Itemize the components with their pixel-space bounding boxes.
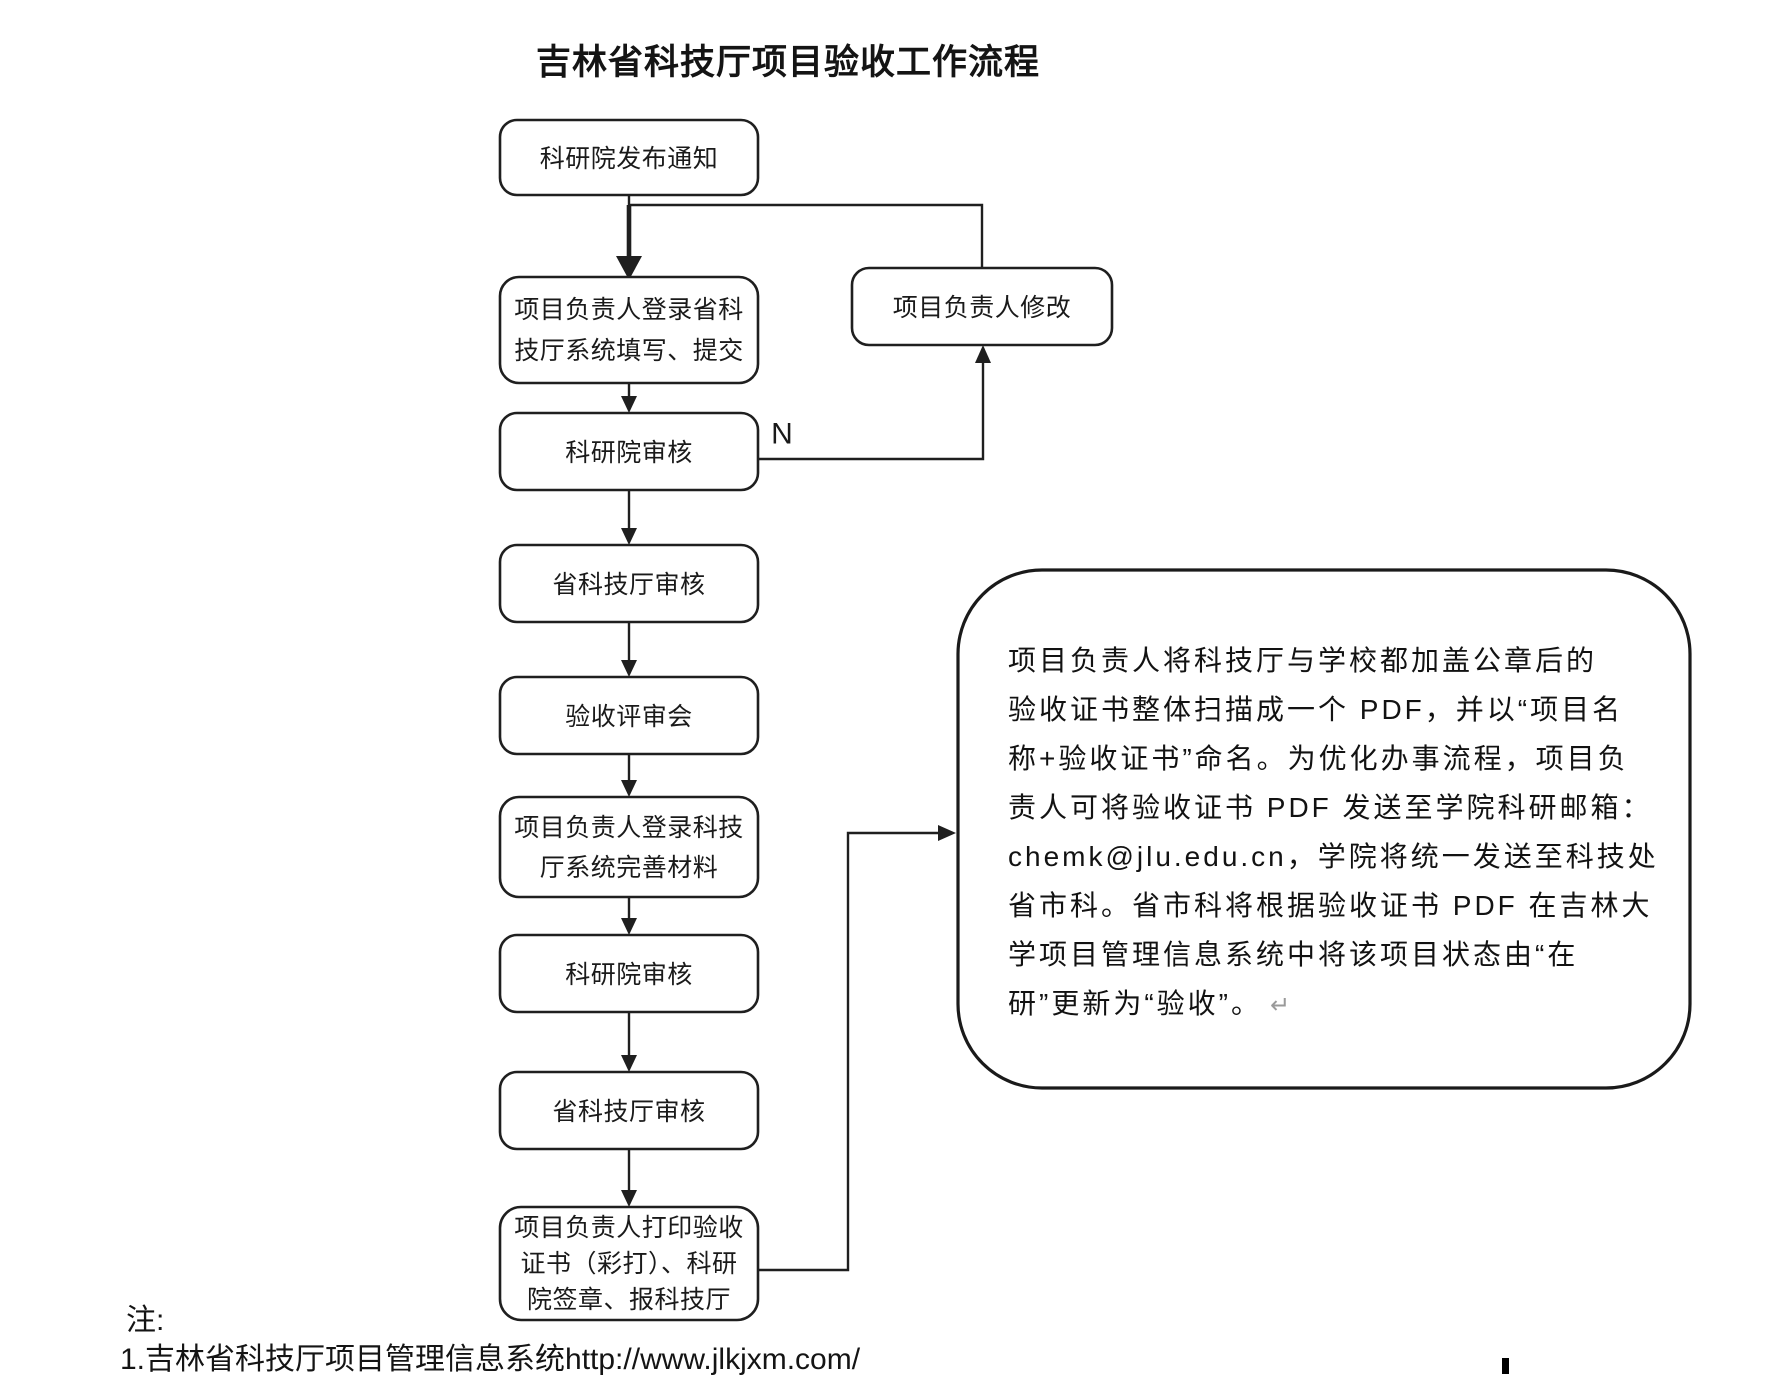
arrowhead-modify (975, 345, 991, 363)
svg-text:科研院审核: 科研院审核 (565, 439, 693, 467)
flow-node-institute-review-1: 科研院审核 (498, 411, 760, 492)
svg-text:证书（彩打）、科研: 证书（彩打）、科研 (520, 1250, 737, 1278)
flow-node-login-fill-submit: 项目负责人登录省科 技厅系统填写、提交 (498, 275, 760, 385)
flow-node-acceptance-meeting: 验收评审会 (498, 675, 760, 756)
info-note-text: 项目负责人将科技厅与学校都加盖公章后的 验收证书整体扫描成一个 PDF，并以“项… (1008, 636, 1660, 1028)
flow-node-dept-review-1: 省科技厅审核 (498, 543, 760, 624)
svg-text:省科技厅审核: 省科技厅审核 (552, 1098, 705, 1126)
arrowhead-complete (621, 780, 637, 797)
flow-node-complete-materials: 项目负责人登录科技 厅系统完善材料 (498, 795, 760, 899)
arrowhead-dept2 (621, 1055, 637, 1072)
svg-text:厅系统完善材料: 厅系统完善材料 (540, 854, 719, 882)
arrowhead-print (621, 1190, 637, 1207)
flow-node-publish-notice: 科研院发布通知 (498, 118, 760, 197)
svg-text:项目负责人登录科技: 项目负责人登录科技 (514, 814, 744, 842)
info-line: 验收证书整体扫描成一个 PDF，并以“项目名 (1008, 694, 1624, 725)
arrowhead-dept1 (621, 528, 637, 545)
svg-text:科研院发布通知: 科研院发布通知 (540, 145, 719, 173)
diagram-title: 吉林省科技厅项目验收工作流程 (535, 43, 1040, 82)
info-line: chemk@jlu.edu.cn，学院将统一发送至科技处 (1008, 841, 1659, 872)
info-note-box (956, 568, 1692, 1090)
flow-node-dept-review-2: 省科技厅审核 (498, 1070, 760, 1151)
footnote-line: 1.吉林省科技厅项目管理信息系统http://www.jlkjxm.com/ (120, 1343, 861, 1376)
info-line: 省市科。省市科将根据验收证书 PDF 在吉林大 (1008, 890, 1653, 921)
branch-label-n: N (771, 418, 793, 451)
svg-text:省科技厅审核: 省科技厅审核 (552, 571, 705, 599)
svg-text:科研院审核: 科研院审核 (565, 961, 693, 989)
arrowhead-meeting (621, 660, 637, 677)
arrowhead-into-fill-submit (616, 256, 642, 280)
footnote-prefix: 注: (126, 1304, 165, 1337)
info-line-last: 研”更新为“验收”。 ↵ (1008, 979, 1660, 1028)
info-line-text: 研”更新为“验收”。 (1008, 988, 1262, 1019)
info-line: 学项目管理信息系统中将该项目状态由“在 (1008, 939, 1579, 970)
arrowhead-review1 (621, 396, 637, 413)
svg-text:项目负责人登录省科: 项目负责人登录省科 (514, 296, 744, 324)
info-line: 称+验收证书”命名。为优化办事流程，项目负 (1008, 743, 1629, 774)
svg-text:项目负责人打印验收: 项目负责人打印验收 (514, 1214, 744, 1242)
flow-node-leader-modify: 项目负责人修改 (850, 266, 1114, 347)
edge-modify-loopback (629, 203, 984, 268)
info-line: 项目负责人将科技厅与学校都加盖公章后的 (1008, 645, 1598, 676)
edge-print-to-info (758, 831, 940, 1272)
info-line: 责人可将验收证书 PDF 发送至学院科研邮箱： (1008, 792, 1653, 823)
paragraph-return-mark: ↵ (1269, 992, 1291, 1019)
svg-text:项目负责人修改: 项目负责人修改 (893, 294, 1072, 322)
text-cursor-mark (1502, 1358, 1509, 1374)
svg-text:技厅系统填写、提交: 技厅系统填写、提交 (514, 337, 744, 365)
arrowhead-info (938, 825, 956, 841)
flow-node-print-certificate: 项目负责人打印验收 证书（彩打）、科研 院签章、报科技厅 (498, 1205, 760, 1322)
svg-text:验收评审会: 验收评审会 (565, 703, 693, 731)
flow-node-institute-review-2: 科研院审核 (498, 933, 760, 1014)
edge-n-branch (758, 362, 985, 461)
svg-text:院签章、报科技厅: 院签章、报科技厅 (527, 1286, 731, 1314)
arrowhead-review2 (621, 918, 637, 935)
